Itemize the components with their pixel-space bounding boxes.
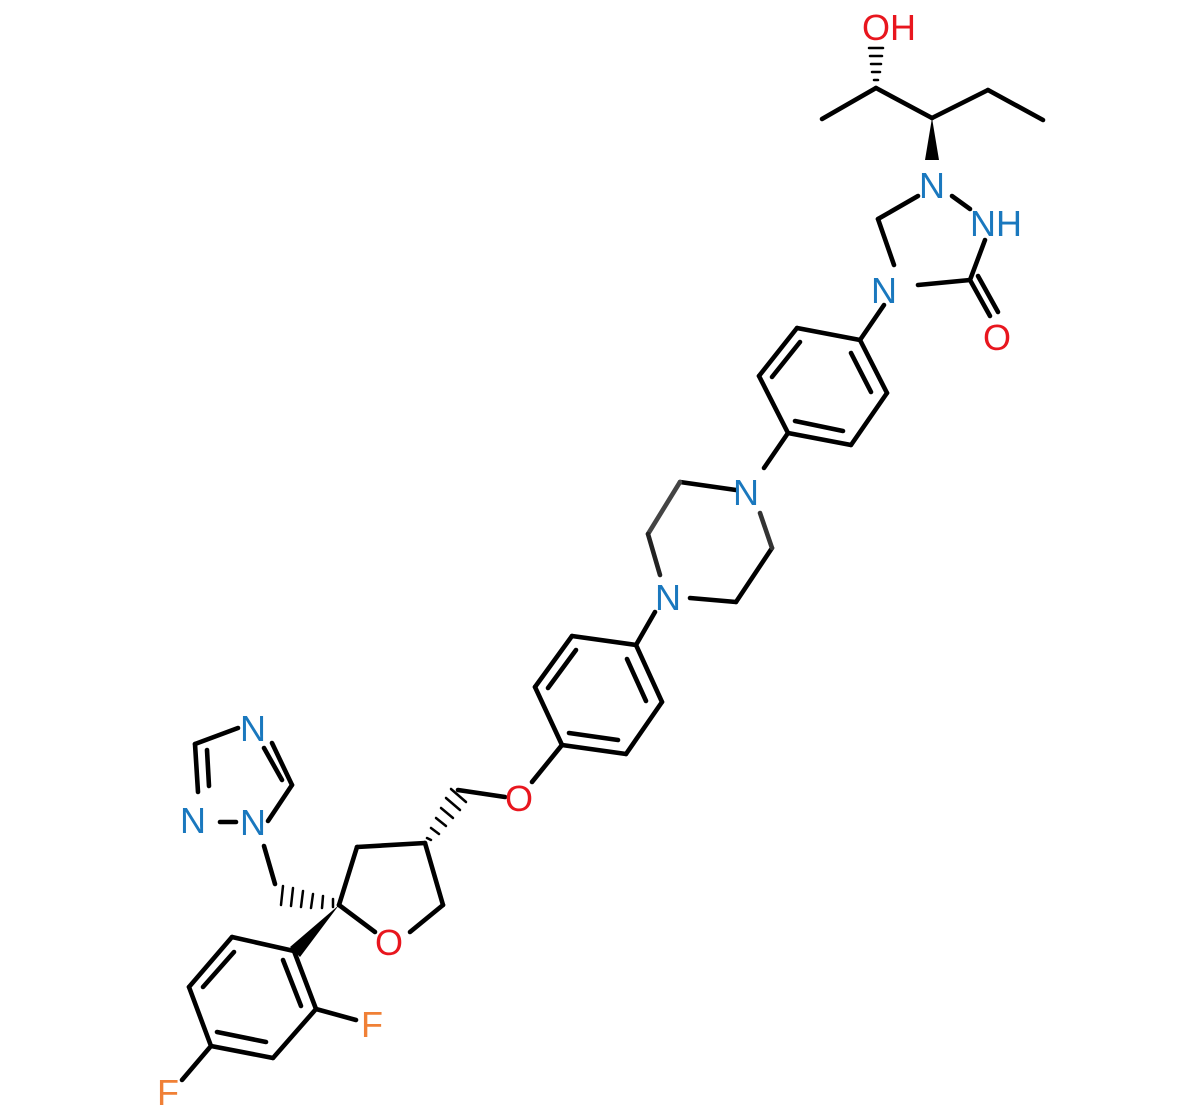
atom-f-ortho: F [361,1004,383,1045]
atom-n-triazolone-1: N [919,165,945,206]
quaternary-bonds [261,843,339,957]
hashed-wedge-triazole [279,884,335,910]
atom-o-thf: O [375,922,403,963]
hashed-wedge-ch2 [425,787,468,842]
atom-o-carbonyl: O [983,317,1011,358]
hashed-wedge-oh [867,46,885,82]
atom-n-piperazine-top: N [733,472,759,513]
atom-n-triazole-1: N [240,802,266,843]
atom-n-triazolone-4: N [871,270,897,311]
atom-o-ether: O [505,778,533,819]
solid-wedge-aryl [290,905,339,957]
atom-labels: OH N NH N O N N O N N N O F F [157,7,1022,1113]
atom-n-triazole-left: N [180,800,206,841]
triazolone-bonds [857,193,1001,343]
solid-wedge-n [925,118,939,160]
side-chain-bonds [819,46,1046,160]
upper-phenyl-bonds [756,325,890,471]
atom-f-para: F [157,1072,179,1113]
atom-oh: OH [862,7,916,48]
atom-nh-triazolone: NH [970,203,1022,244]
ether-linker-bonds [425,787,508,842]
triazole-bonds [192,725,295,825]
thf-ring-bonds [336,840,446,935]
difluorophenyl-bonds [179,934,359,1083]
atom-n-piperazine-bottom: N [655,577,681,618]
piperazine-bonds [633,479,775,648]
lower-phenyl-bonds [529,633,665,785]
atom-n-triazole-top: N [240,708,266,749]
